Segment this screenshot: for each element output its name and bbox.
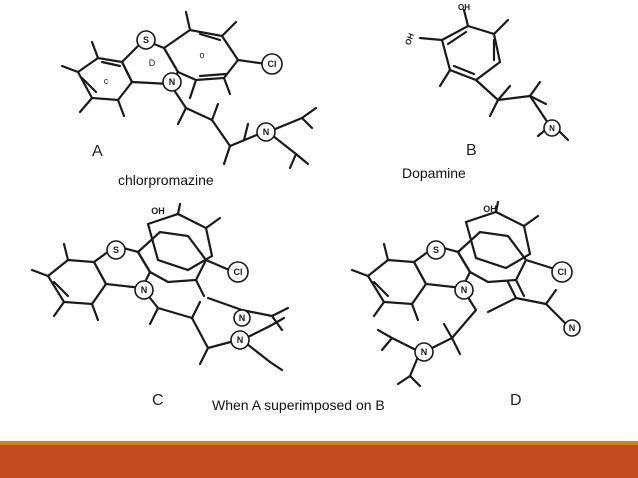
- atom-n-label: N: [237, 335, 244, 345]
- footer-accent-line: [0, 441, 638, 445]
- atom-s-label: S: [433, 245, 439, 255]
- footer-bar: [0, 445, 638, 478]
- atom-n-label: N: [141, 285, 148, 295]
- atom-n-label: N: [263, 127, 270, 137]
- atom-n-label: N: [461, 285, 468, 295]
- panel-a-chlorpromazine: S N Cl N c D o: [40, 0, 340, 190]
- panel-b-dopamine: OH OH N: [390, 0, 590, 170]
- atom-s-label: S: [113, 245, 119, 255]
- atom-cl-label: Cl: [234, 267, 243, 277]
- panel-c-superimposed: S N Cl N N OH: [20, 200, 320, 390]
- chlorpromazine-structure: S N Cl N c D o: [60, 10, 318, 170]
- atom-n-label: N: [421, 347, 428, 357]
- panel-a-caption: chlorpromazine: [118, 172, 214, 188]
- superimposed-structure-c: S N Cl N N OH: [30, 202, 290, 372]
- atom-cl-label: Cl: [558, 267, 567, 277]
- ring-c-label: c: [104, 76, 109, 86]
- panel-b-caption: Dopamine: [402, 165, 466, 181]
- atom-oh-label: OH: [458, 3, 470, 12]
- atom-n-label: N: [169, 77, 176, 87]
- ring-d-label: D: [149, 58, 156, 68]
- atom-cl-label: Cl: [268, 59, 277, 69]
- panel-d-letter: D: [510, 392, 523, 409]
- atom-oh-label: OH: [151, 206, 165, 216]
- atom-s-label: S: [143, 35, 149, 45]
- panel-c-letter: C: [152, 392, 165, 409]
- panel-a-letter: A: [92, 143, 104, 160]
- panel-c-caption: When A superimposed on B: [212, 397, 385, 413]
- atom-oh-label: OH: [403, 32, 416, 47]
- panel-d-superimposed: S N Cl N N OH: [340, 200, 638, 390]
- atom-n-label: N: [569, 323, 576, 333]
- atom-n-label: N: [549, 124, 555, 133]
- atom-n-label: N: [239, 313, 246, 323]
- atom-oh-label: OH: [483, 204, 497, 214]
- dopamine-structure: OH OH N: [403, 3, 570, 142]
- panel-b-letter: B: [466, 142, 478, 159]
- superimposed-structure-d: S N Cl N N OH: [350, 200, 581, 388]
- ring-o-label: o: [199, 50, 204, 60]
